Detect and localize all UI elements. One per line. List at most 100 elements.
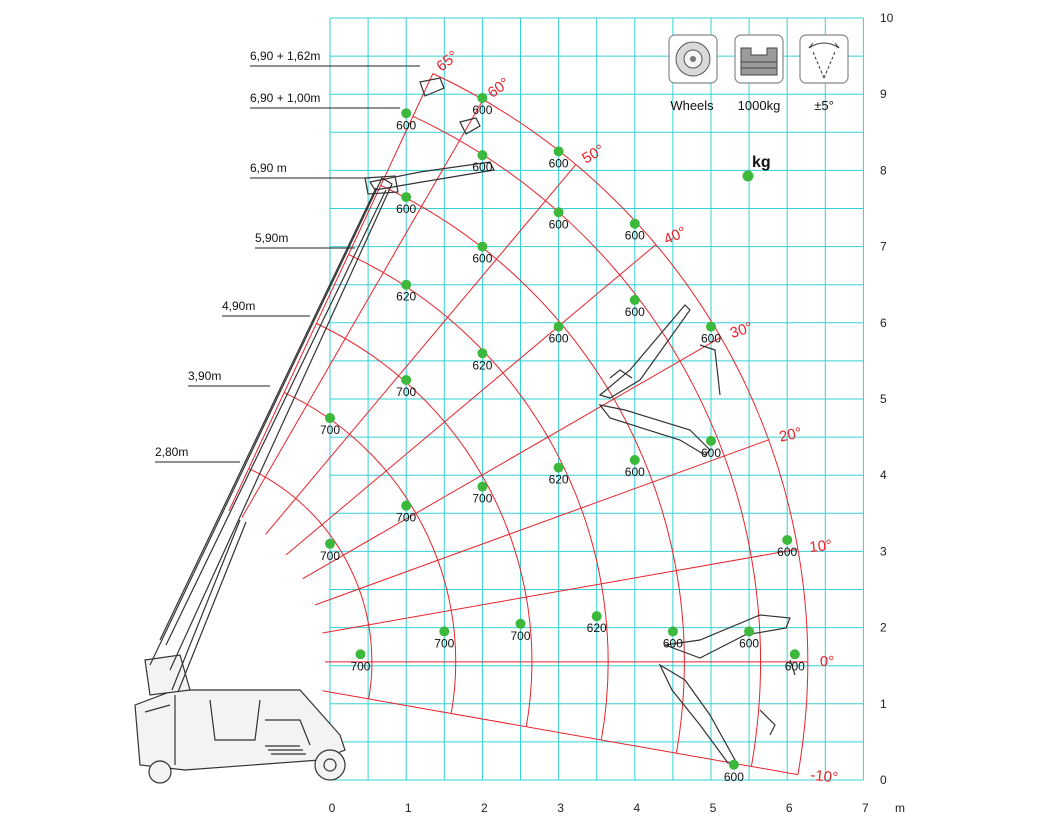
capacity-label: 600 [625,465,645,479]
capacity-point [477,93,488,104]
y-tick-label: 10 [880,11,894,25]
tilt-arc [808,42,840,49]
jib-head [364,175,399,195]
x-tick-label: 2 [481,801,488,815]
jib-ghost-0 [664,614,791,659]
x-tick-label: 0 [329,801,336,815]
grid [329,17,864,781]
capacity-label: 600 [549,332,569,346]
jib [369,161,495,191]
x-tick-label: 7 [862,801,869,815]
y-tick-label: 7 [880,240,887,254]
front-wheel [148,760,172,784]
angle-ray [314,439,769,606]
x-tick-label: 3 [557,801,564,815]
capacity-point [477,481,488,492]
boom-length-label: 4,90m [222,299,255,313]
outrigger-lines [741,61,777,69]
capacity-label: 600 [663,636,683,650]
boom-inner [159,187,387,646]
angle-label: 50° [579,141,607,167]
capacity-point [401,374,412,385]
angle-label: -10° [809,767,838,787]
x-tick-label: 4 [633,801,640,815]
boom-length-label: 5,90m [255,231,288,245]
jib-ghost-20 [598,404,711,456]
angle-ray [241,99,484,519]
range-arc [248,468,373,700]
capacity-point [325,413,335,424]
capacity-label: 600 [549,217,569,231]
boom-length-label: 6,90 m [250,161,287,175]
capacity-point [553,321,564,332]
jib-ghost-65 [419,77,445,97]
capacity-point [629,294,640,305]
range-curves: 65°60°50°40°30°20°10°0°-10° [228,48,839,787]
y-tick-label: 5 [880,392,887,406]
angle-label: 10° [809,537,833,556]
capacity-point [706,435,716,446]
capacity-point [401,500,412,511]
capacity-point [477,150,488,161]
y-tick-label: 8 [880,163,887,177]
boom-length-label: 2,80m [155,445,188,459]
capacity-label: 700 [396,511,416,525]
capacity-label: 600 [625,305,645,319]
capacity-label: 700 [320,423,340,437]
tilt-arrowheads [808,42,840,49]
capacity-label: 600 [785,659,805,673]
capacity-point [325,538,335,549]
icon-panel: Wheels 1000kg ±5° [668,34,849,113]
capacity-point [782,534,793,545]
jib-ghost-60 [459,117,481,135]
boom-length-label: 6,90 + 1,62m [250,49,320,63]
capacity-point [401,108,412,119]
capacity-point [477,241,488,252]
rear-wheel-hub [323,758,337,772]
chassis-detail [144,695,311,765]
angle-ray [285,244,657,556]
wheel-hub-shape [690,56,696,62]
angle-ray [302,336,722,580]
capacity-label: 700 [434,636,454,650]
capacity-point [439,626,450,637]
capacity-point [728,759,739,770]
capacity-point [477,348,488,359]
capacity-label: 700 [510,629,530,643]
angle-ray [265,164,577,535]
angle-label: 40° [661,224,689,249]
range-arc [348,253,609,741]
x-axis-unit: m [895,801,905,815]
jib-ghost-minus10b [759,659,796,736]
capacity-label: 600 [739,636,759,650]
angle-label: 60° [485,75,513,102]
capacity-point [355,649,366,660]
chassis-vent [265,745,306,755]
boom-length-label: 6,90 + 1,00m [250,91,320,105]
angle-label: 0° [820,653,834,670]
capacity-label: 600 [396,202,416,216]
capacity-point [553,146,564,157]
jib-ghost-minus10 [658,663,736,764]
angle-label: 20° [778,424,804,445]
capacity-label: 620 [587,621,607,635]
capacity-point [553,207,564,218]
turret [144,654,191,696]
tilt-icon [799,34,849,84]
angle-label: 30° [728,319,755,342]
capacity-label: 600 [549,156,569,170]
capacity-label: 600 [625,229,645,243]
angle-ray [322,690,798,776]
x-tick-label: 1 [405,801,412,815]
machine-drawing [134,77,796,784]
y-tick-label: 9 [880,87,887,101]
tilt-caption: ±5° [814,98,834,113]
range-arc [316,323,533,727]
y-tick-label: 6 [880,316,887,330]
y-tick-label: 4 [880,468,887,482]
capacity-point [401,279,412,290]
boom-length-label: 3,90m [188,369,221,383]
y-tick-label: 3 [880,544,887,558]
